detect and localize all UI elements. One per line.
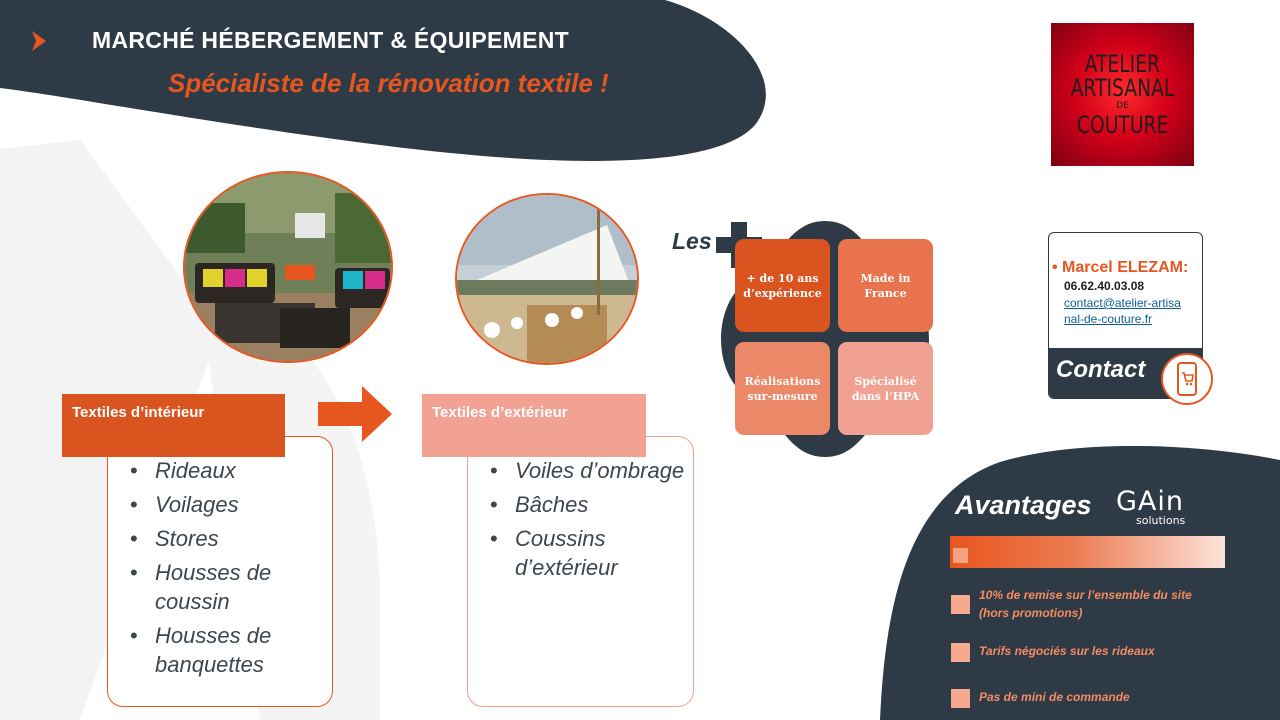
page-subtitle: Spécialiste de la rénovation textile !: [168, 68, 609, 98]
avantage-item: 10% de remise sur l’ensemble du site (ho…: [979, 588, 1192, 620]
page-title: MARCHÉ HÉBERGEMENT & ÉQUIPEMENT: [92, 27, 569, 53]
contact-email-link[interactable]: contact@atelier-artisanal-de-couture.fr: [1064, 296, 1181, 326]
contact-phone: 06.62.40.03.08: [1064, 279, 1145, 293]
list-item: Housses de coussin: [130, 558, 326, 616]
avantages-bar: [950, 536, 1225, 568]
interior-label: Textiles d’intérieur: [62, 394, 285, 457]
arrow-right-icon: [318, 386, 392, 442]
avantage-bullet-square: [951, 689, 970, 708]
contact-name-text: Marcel ELEZAM:: [1062, 259, 1189, 276]
list-item: Housses de banquettes: [130, 621, 326, 679]
avantage-item: Pas de mini de commande: [979, 690, 1130, 704]
contact-name: • Marcel ELEZAM:: [1052, 259, 1189, 276]
avantages-bar-square: [953, 548, 968, 563]
logo-line: ARTISANAL: [1070, 74, 1175, 102]
header-chevron-icon: [32, 31, 46, 51]
interior-list: Rideaux Voilages Stores Housses de couss…: [130, 456, 326, 684]
avantage-item: Tarifs négociés sur les rideaux: [979, 644, 1155, 658]
contact-title: Contact: [1056, 356, 1146, 383]
avantage-bullet-square: [951, 643, 970, 662]
list-item: Stores: [130, 524, 326, 553]
logo-line: DE: [1116, 101, 1129, 111]
gain-brand-sub: solutions: [1136, 514, 1186, 527]
feature-tile-experience: + de 10 ans d’expérience: [735, 239, 830, 332]
logo-line: ATELIER: [1084, 50, 1161, 78]
list-item: Voilages: [130, 490, 326, 519]
list-item: Bâches: [490, 490, 686, 519]
exterior-label: Textiles d’extérieur: [422, 394, 646, 457]
avantage-bullet-square: [951, 595, 970, 614]
les-label: Les: [672, 228, 712, 254]
company-logo: ATELIER ARTISANAL DE COUTURE: [1051, 23, 1194, 166]
logo-line: COUTURE: [1076, 111, 1169, 139]
exterior-list: Voiles d’ombrage Bâches Coussins d’extér…: [490, 456, 686, 587]
list-item: Rideaux: [130, 456, 326, 485]
gain-brand: GAin: [1116, 486, 1185, 517]
gain-solutions-logo: GAin solutions: [1116, 486, 1185, 527]
feature-tile-custom: Réalisations sur-mesure: [735, 342, 830, 435]
feature-tile-made-in-france: Made in France: [838, 239, 933, 332]
feature-tile-hpa: Spécialisé dans l’HPA: [838, 342, 933, 435]
list-item: Coussins d’extérieur: [490, 524, 686, 582]
avantages-title: Avantages: [955, 490, 1092, 520]
beach-shade-photo: [455, 193, 639, 365]
list-item: Voiles d’ombrage: [490, 456, 686, 485]
interior-furniture-photo: [183, 171, 393, 363]
smartphone-cart-icon: [1161, 353, 1213, 405]
